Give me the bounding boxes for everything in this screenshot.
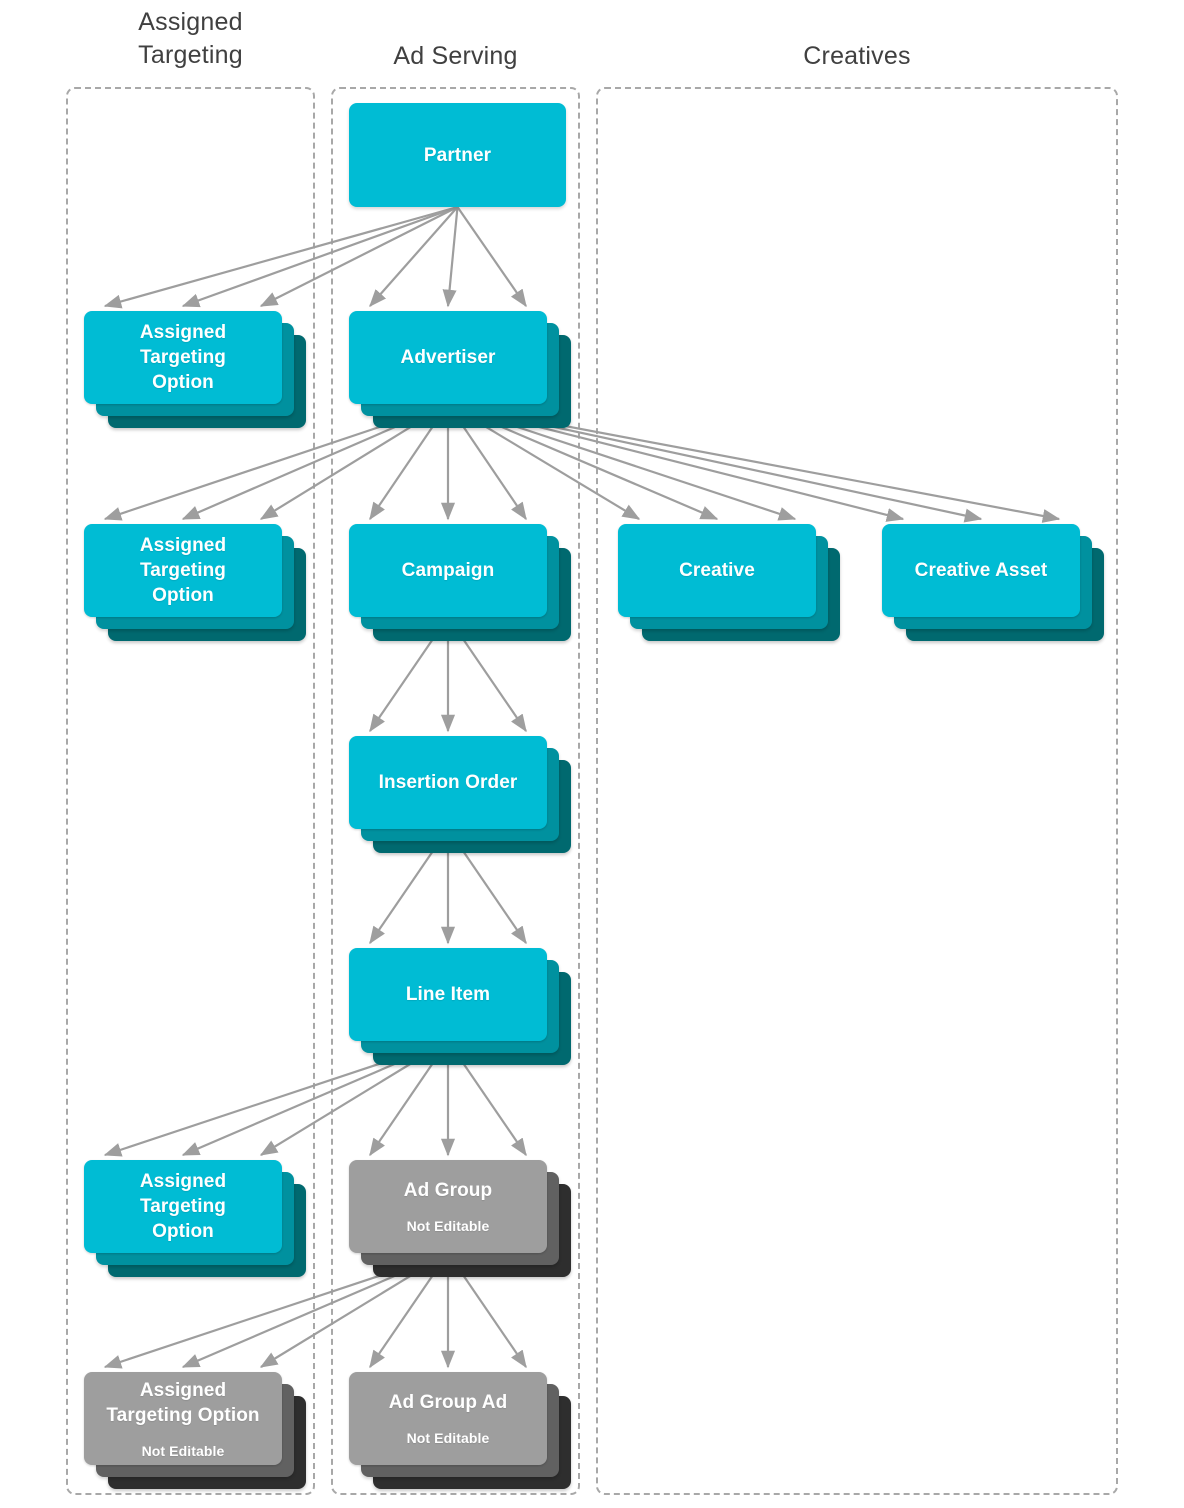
node-card-assigned-targeting-option-partner[interactable]: Assigned Targeting Option	[84, 311, 282, 404]
node-card-creative-asset[interactable]: Creative Asset	[882, 524, 1080, 617]
column-header-ad-serving: Ad Serving	[393, 42, 518, 70]
node-title: Campaign	[401, 560, 495, 581]
node-title: Creative Asset	[914, 560, 1048, 581]
node-card-assigned-targeting-option-advertiser[interactable]: Assigned Targeting Option	[84, 524, 282, 617]
lane-ad-serving	[331, 87, 580, 1495]
node-card-creative[interactable]: Creative	[618, 524, 816, 617]
node-subtitle-not-editable: Not Editable	[141, 1442, 225, 1459]
node-subtitle-not-editable: Not Editable	[406, 1430, 490, 1446]
node-card-assigned-targeting-option-line-item[interactable]: Assigned Targeting Option	[84, 1160, 282, 1253]
node-title: Assigned Targeting Option	[139, 535, 227, 606]
node-card-partner[interactable]: Partner	[349, 103, 566, 207]
lane-assigned-targeting	[66, 87, 315, 1495]
node-assigned-targeting-option-partner[interactable]: Assigned Targeting Option	[84, 311, 306, 428]
node-card-insertion-order[interactable]: Insertion Order	[349, 736, 547, 829]
node-line-item[interactable]: Line Item	[349, 948, 571, 1065]
node-assigned-targeting-option-advertiser[interactable]: Assigned Targeting Option	[84, 524, 306, 641]
node-title: Creative	[679, 560, 755, 581]
node-title: Assigned Targeting Option	[139, 322, 227, 393]
node-card-advertiser[interactable]: Advertiser	[349, 311, 547, 404]
node-creative[interactable]: Creative	[618, 524, 840, 641]
node-card-ad-group-ad[interactable]: Ad Group Ad Not Editable	[349, 1372, 547, 1465]
node-subtitle-not-editable: Not Editable	[406, 1218, 490, 1234]
column-header-creatives: Creatives	[803, 42, 911, 70]
node-title: Insertion Order	[378, 772, 518, 793]
node-insertion-order[interactable]: Insertion Order	[349, 736, 571, 853]
node-card-campaign[interactable]: Campaign	[349, 524, 547, 617]
node-title: Assigned Targeting Option	[106, 1379, 260, 1426]
node-title: Ad Group	[403, 1180, 493, 1201]
node-title: Ad Group Ad	[388, 1392, 508, 1413]
node-title: Advertiser	[400, 347, 496, 368]
node-creative-asset[interactable]: Creative Asset	[882, 524, 1104, 641]
node-campaign[interactable]: Campaign	[349, 524, 571, 641]
node-advertiser[interactable]: Advertiser	[349, 311, 571, 428]
lane-creatives	[596, 87, 1118, 1495]
node-title: Partner	[423, 144, 492, 166]
node-card-line-item[interactable]: Line Item	[349, 948, 547, 1041]
node-title: Line Item	[405, 984, 491, 1005]
node-partner[interactable]: Partner	[349, 103, 566, 207]
column-header-assigned-targeting: Assigned Targeting	[138, 8, 243, 69]
node-assigned-targeting-option-line-item[interactable]: Assigned Targeting Option	[84, 1160, 306, 1277]
node-ad-group-ad[interactable]: Ad Group Ad Not Editable	[349, 1372, 571, 1489]
node-title: Assigned Targeting Option	[139, 1171, 227, 1242]
